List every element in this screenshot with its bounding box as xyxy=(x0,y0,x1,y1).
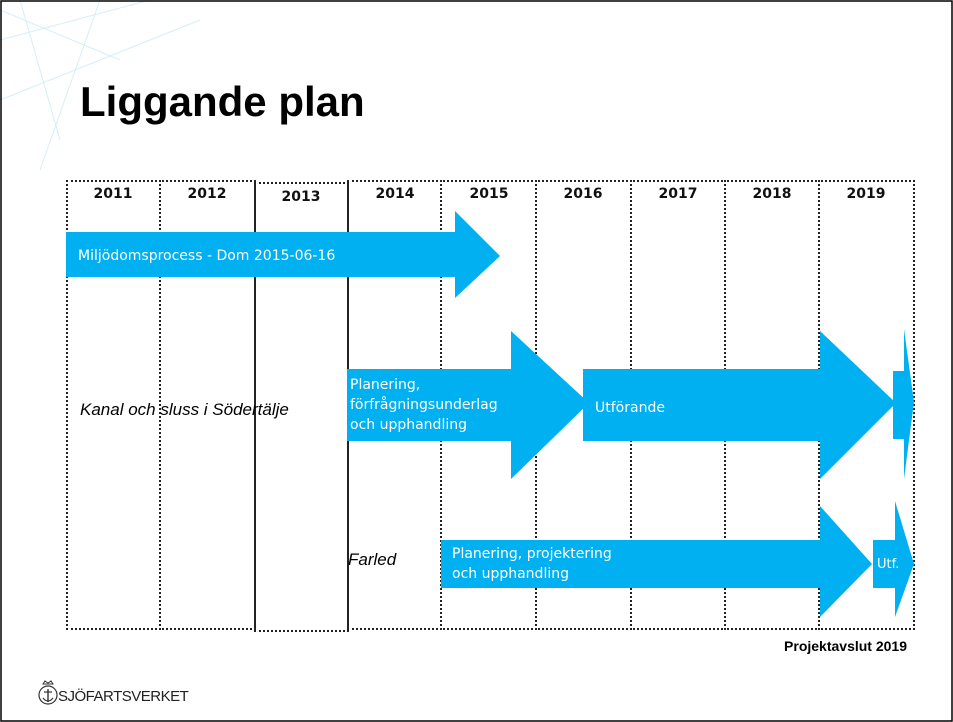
year-label: 2011 xyxy=(93,186,133,202)
page-title: Liggande plan xyxy=(80,78,365,125)
miljodom-label: Miljödomsprocess - Dom 2015-06-16 xyxy=(78,248,336,264)
year-label: 2016 xyxy=(563,186,603,202)
logo-text: SJÖFARTSVERKET xyxy=(58,688,189,705)
farled-utf-label: Utf. xyxy=(877,557,900,572)
arrow-farled-utf xyxy=(873,501,914,617)
year-label: 2013 xyxy=(281,189,321,205)
year-label: 2017 xyxy=(658,186,698,202)
arrow-miljodom xyxy=(66,211,500,298)
farled-planering-label: Planering, projektering och upphandling xyxy=(452,546,612,582)
year-label: 2018 xyxy=(752,186,792,202)
arrow-farled-planering xyxy=(441,506,872,617)
kanal-utforande-label: Utförande xyxy=(595,400,665,416)
year-label: 2014 xyxy=(375,186,415,202)
row-label-farled: Farled xyxy=(348,550,397,569)
year-label: 2012 xyxy=(187,186,227,202)
arrow-kanal-utforande xyxy=(583,331,896,479)
arrow-kanal-planering xyxy=(347,331,589,479)
kanal-planering-label: Planering, förfrågningsunderlag och upph… xyxy=(350,377,498,433)
year-label: 2019 xyxy=(846,186,886,202)
row-label-kanal: Kanal och sluss i Södertälje xyxy=(80,400,289,419)
year-label: 2015 xyxy=(469,186,509,202)
anchor-crest-icon xyxy=(38,680,58,705)
arrow-kanal-tail xyxy=(893,329,914,479)
project-end-note: Projektavslut 2019 xyxy=(784,638,907,654)
